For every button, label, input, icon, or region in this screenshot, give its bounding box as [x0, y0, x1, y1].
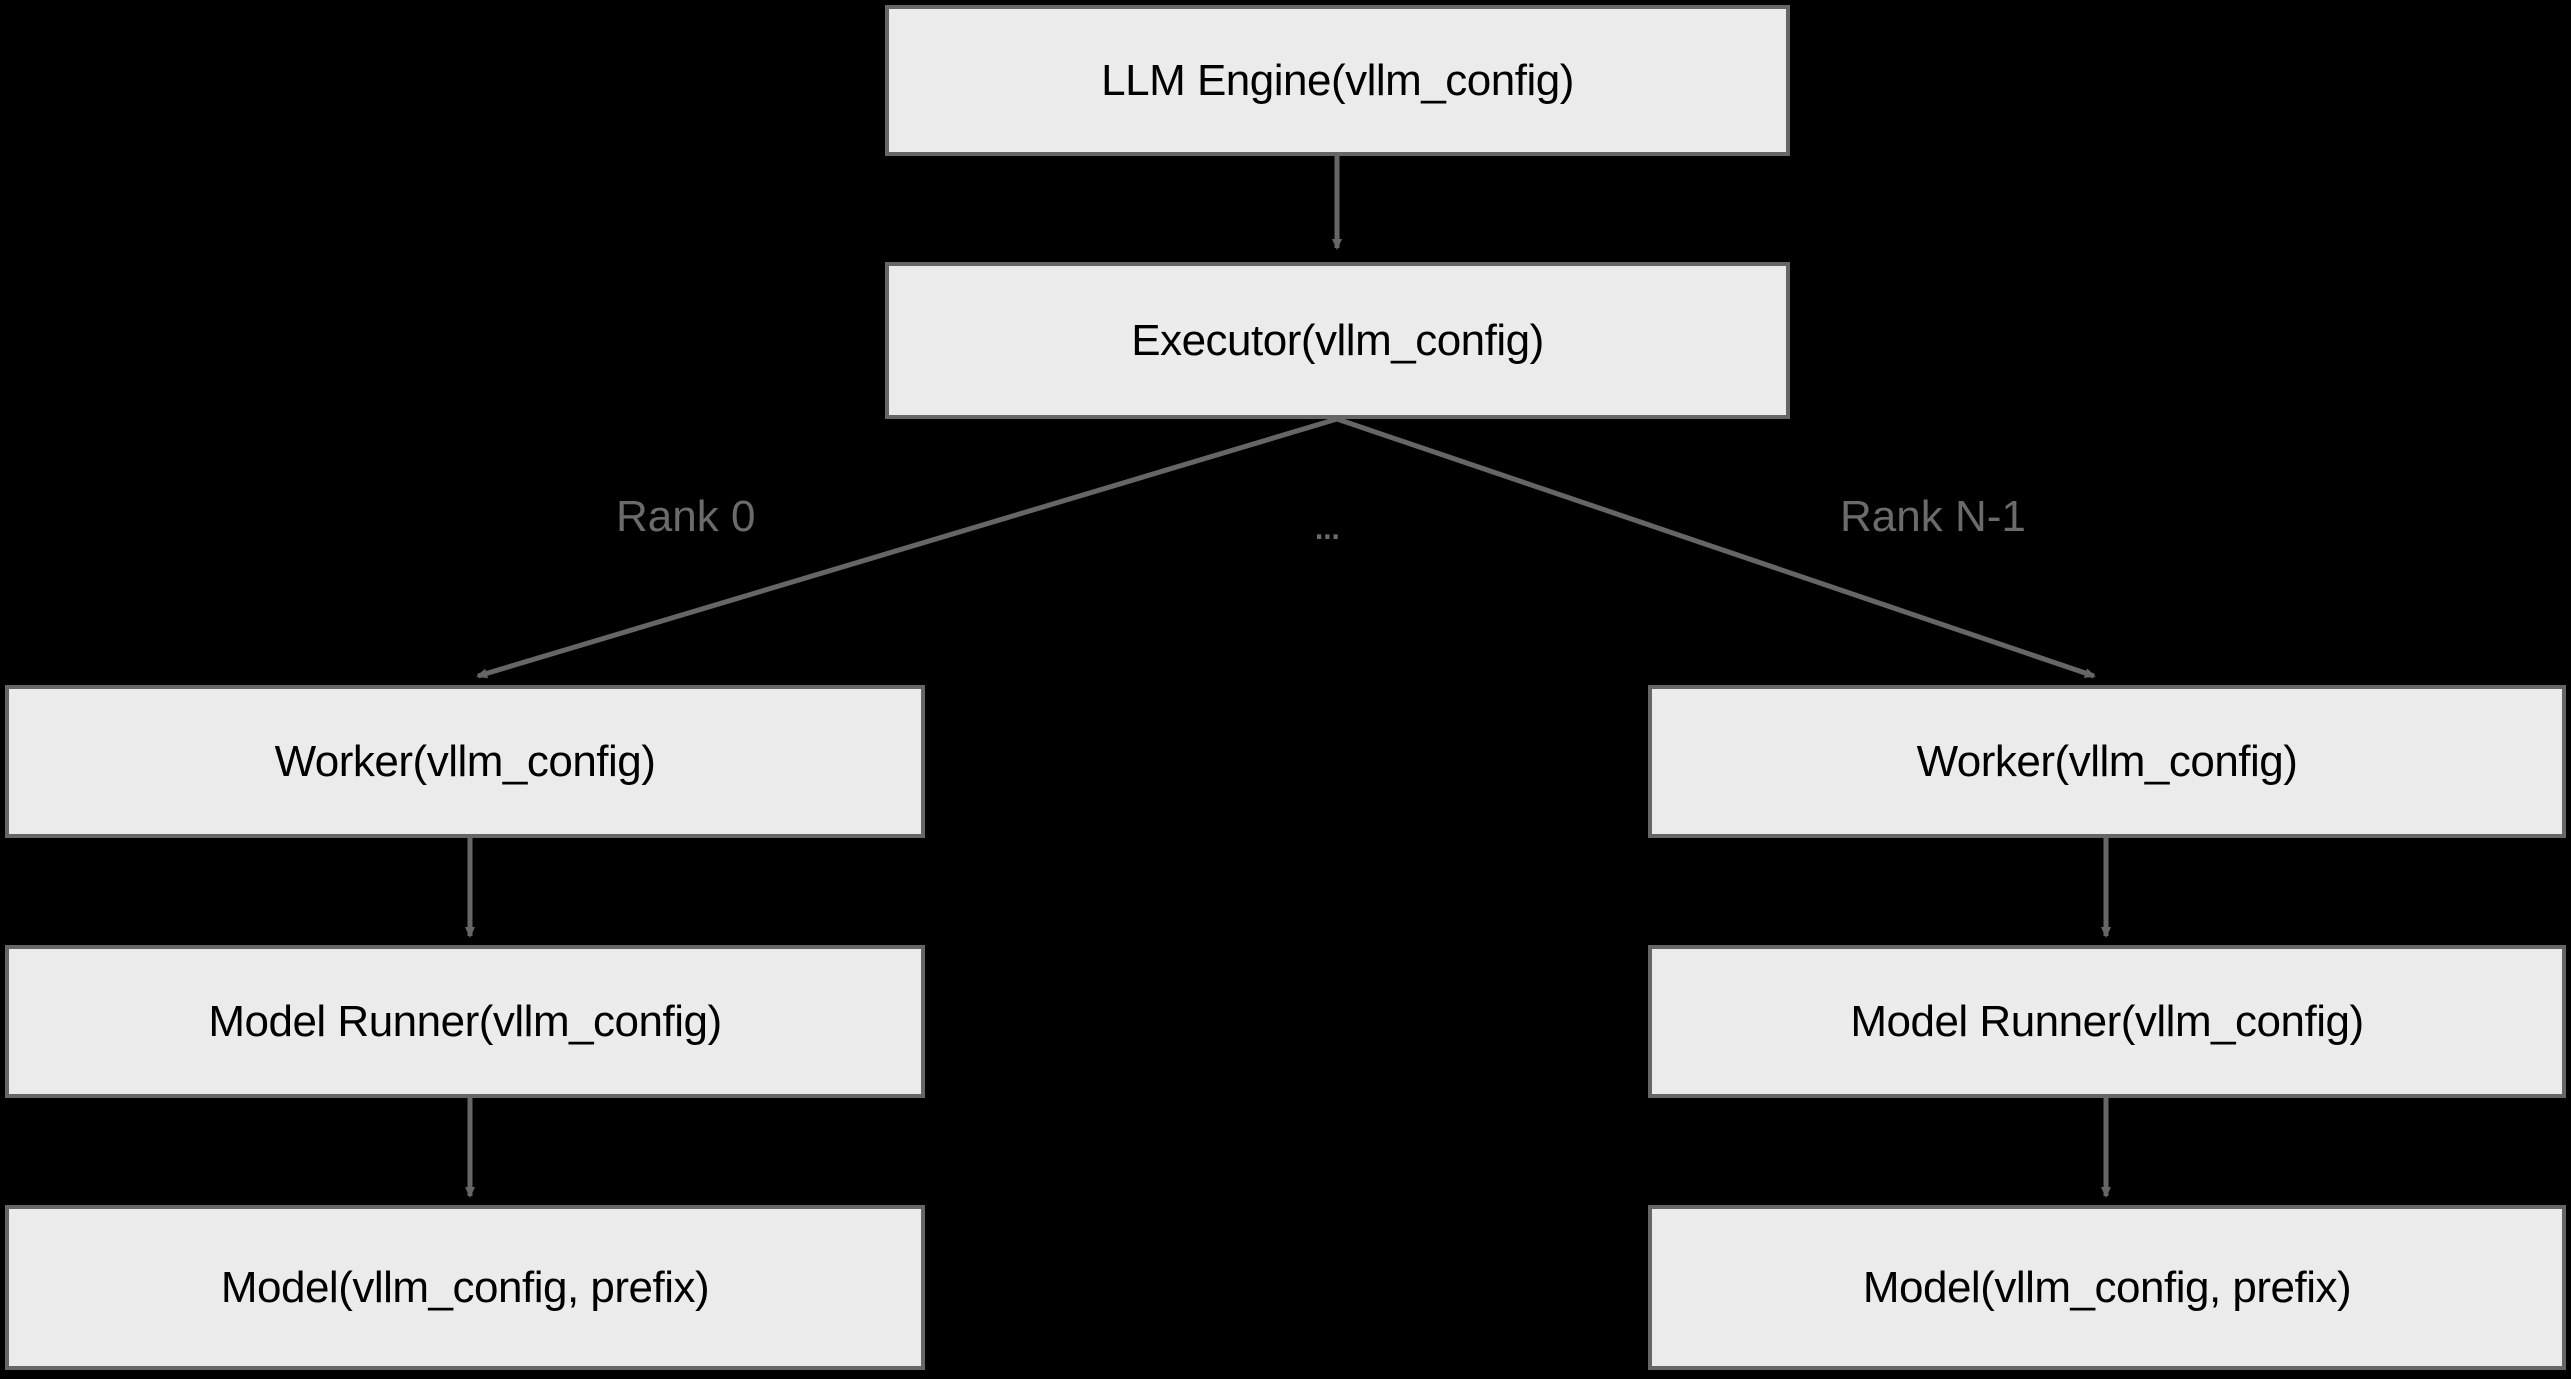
- node-model-rank-n-1[interactable]: Model(vllm_config, prefix): [1648, 1205, 2566, 1370]
- node-model-runner-rank-0-label: Model Runner(vllm_config): [208, 996, 722, 1046]
- node-executor[interactable]: Executor(vllm_config): [885, 262, 1790, 419]
- node-model-runner-rank-n-1[interactable]: Model Runner(vllm_config): [1648, 945, 2566, 1098]
- node-worker-rank-n-1-label: Worker(vllm_config): [1916, 736, 2298, 786]
- node-model-rank-0-label: Model(vllm_config, prefix): [220, 1262, 710, 1312]
- node-llm-engine[interactable]: LLM Engine(vllm_config): [885, 5, 1790, 156]
- node-model-rank-0[interactable]: Model(vllm_config, prefix): [5, 1205, 925, 1370]
- edge-label-rank-n-1: Rank N-1: [1840, 492, 2026, 541]
- node-worker-rank-0-label: Worker(vllm_config): [274, 736, 656, 786]
- node-model-runner-rank-0[interactable]: Model Runner(vllm_config): [5, 945, 925, 1098]
- edge-label-ellipsis: ...: [1313, 500, 1342, 549]
- edge-executor-to-worker-left: [476, 416, 1338, 679]
- edge-label-rank-0: Rank 0: [616, 492, 756, 541]
- edge-executor-to-worker-right: [1336, 416, 2096, 679]
- node-model-runner-rank-n-1-label: Model Runner(vllm_config): [1850, 996, 2364, 1046]
- node-worker-rank-n-1[interactable]: Worker(vllm_config): [1648, 685, 2566, 838]
- node-executor-label: Executor(vllm_config): [1131, 315, 1544, 365]
- node-worker-rank-0[interactable]: Worker(vllm_config): [5, 685, 925, 838]
- node-model-rank-n-1-label: Model(vllm_config, prefix): [1862, 1262, 2352, 1312]
- node-llm-engine-label: LLM Engine(vllm_config): [1101, 55, 1574, 105]
